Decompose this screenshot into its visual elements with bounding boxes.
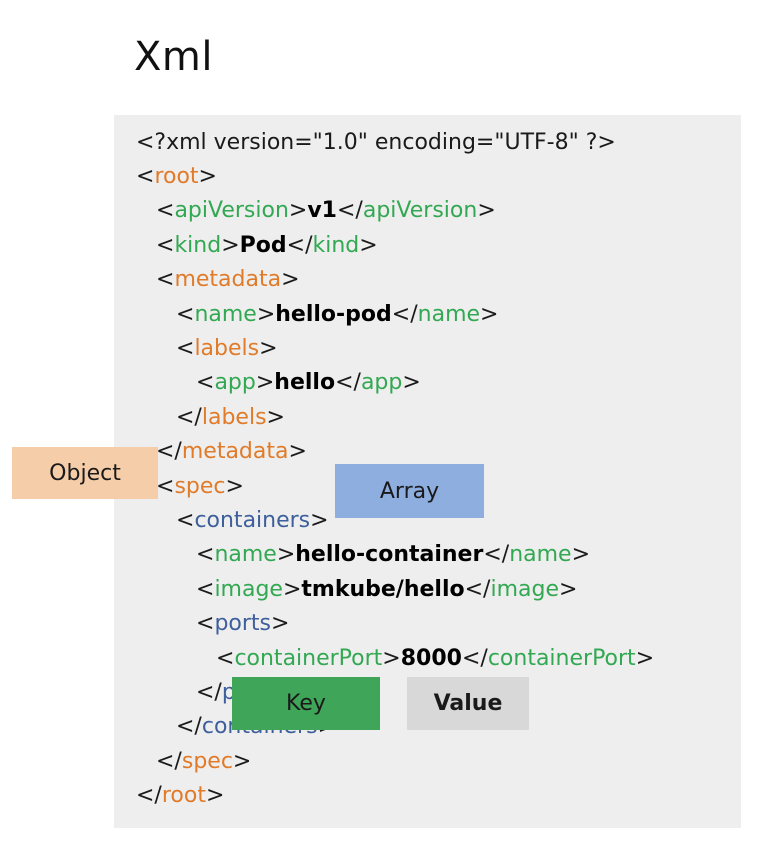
xml-tag-name: name bbox=[417, 301, 481, 327]
xml-value: hello-container bbox=[295, 542, 484, 568]
xml-line: <app>hello</app> bbox=[196, 370, 421, 396]
legend-value-label: Value bbox=[433, 691, 503, 716]
xml-line: <kind>Pod</kind> bbox=[156, 232, 378, 258]
xml-tag-name: root bbox=[154, 164, 199, 189]
xml-line: </metadata> bbox=[156, 439, 307, 465]
xml-tag-name: image bbox=[490, 576, 560, 602]
xml-tag-name: labels bbox=[194, 336, 260, 361]
xml-tag-name: spec bbox=[181, 748, 233, 774]
xml-line: <apiVersion>v1</apiVersion> bbox=[156, 198, 496, 224]
xml-tag-name: apiVersion bbox=[362, 198, 478, 224]
xml-tag-name: app bbox=[214, 370, 256, 396]
xml-tag-name: image bbox=[214, 576, 283, 602]
xml-line: <name>hello-container</name> bbox=[196, 542, 591, 568]
xml-tag-name: name bbox=[194, 301, 257, 327]
xml-tag-name: apiVersion bbox=[174, 198, 289, 224]
legend-key-label: Key bbox=[286, 691, 326, 716]
xml-tag-name: containers bbox=[194, 508, 311, 533]
legend-key: Key bbox=[232, 677, 380, 730]
xml-tag-name: labels bbox=[201, 404, 267, 430]
xml-tag-name: app bbox=[360, 370, 403, 396]
xml-line: <ports> bbox=[196, 611, 290, 637]
xml-value: hello bbox=[274, 370, 336, 396]
xml-tag-name: spec bbox=[174, 473, 226, 499]
xml-line: </root> bbox=[136, 783, 225, 809]
xml-line: <metadata> bbox=[156, 267, 300, 293]
legend-array: Array bbox=[335, 464, 484, 518]
xml-tag-name: metadata bbox=[181, 439, 289, 465]
legend-value: Value bbox=[407, 677, 529, 730]
xml-tag-name: kind bbox=[174, 232, 222, 258]
legend-object-label: Object bbox=[49, 460, 121, 486]
xml-line: <containerPort>8000</containerPort> bbox=[216, 645, 655, 671]
xml-line: <image>tmkube/hello</image> bbox=[196, 576, 578, 602]
xml-tag-name: metadata bbox=[174, 267, 282, 293]
page-title: Xml bbox=[134, 34, 213, 80]
xml-tag-name: containerPort bbox=[487, 645, 636, 671]
xml-line: <spec> bbox=[156, 473, 244, 499]
xml-line: <name>hello-pod</name> bbox=[176, 301, 499, 327]
xml-value: 8000 bbox=[400, 645, 462, 671]
xml-tag-name: name bbox=[509, 542, 572, 568]
legend-array-label: Array bbox=[379, 478, 440, 504]
xml-line: <root> bbox=[136, 164, 217, 189]
xml-value: tmkube/hello bbox=[301, 576, 465, 602]
xml-tag-name: kind bbox=[312, 232, 360, 258]
xml-value: v1 bbox=[307, 198, 337, 224]
xml-tag-name: containerPort bbox=[234, 645, 383, 671]
xml-value: hello-pod bbox=[275, 301, 392, 327]
xml-line: </labels> bbox=[176, 404, 285, 430]
xml-line: </spec> bbox=[156, 748, 252, 774]
xml-tag-name: root bbox=[161, 783, 206, 809]
xml-tag-name: name bbox=[214, 542, 277, 568]
xml-declaration: <?xml version="1.0" encoding="UTF-8" ?> bbox=[136, 130, 616, 155]
xml-value: Pod bbox=[239, 232, 287, 258]
legend-object: Object bbox=[12, 447, 158, 499]
xml-tag-name: ports bbox=[214, 611, 271, 637]
xml-line: <labels> bbox=[176, 336, 278, 361]
xml-line: <containers> bbox=[176, 508, 329, 533]
